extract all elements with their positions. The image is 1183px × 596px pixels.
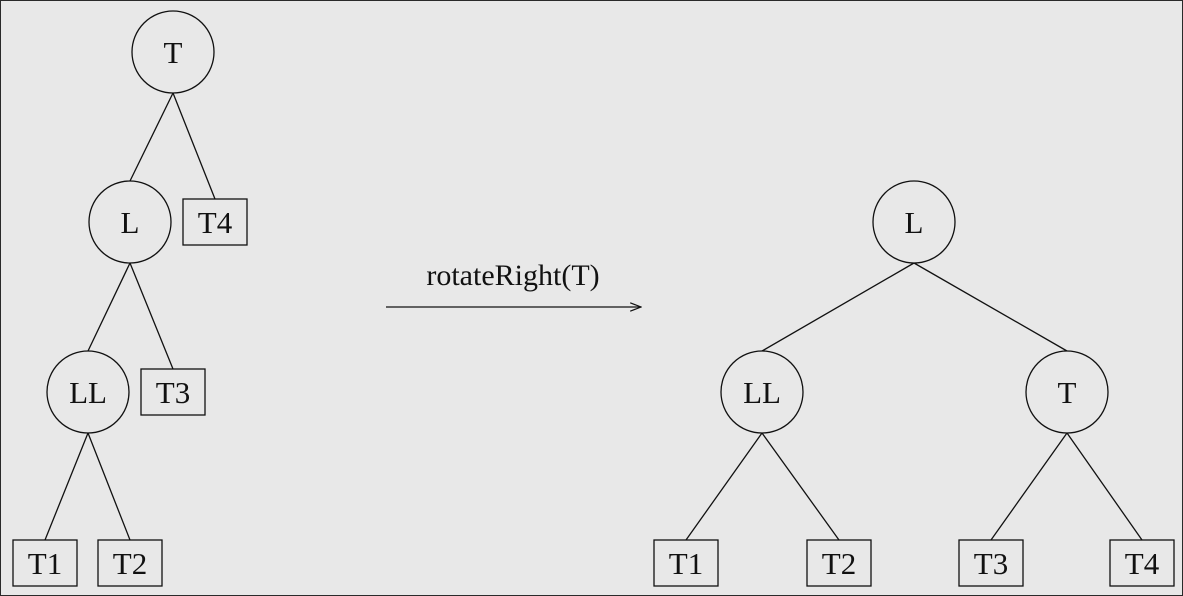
node-t2: T2 bbox=[97, 539, 163, 587]
arrow-label: rotateRight(T) bbox=[426, 259, 599, 292]
subtree-box bbox=[12, 539, 78, 587]
edge-l-ll bbox=[87, 262, 131, 352]
edge-l-t bbox=[913, 262, 1068, 352]
node-label: T4 bbox=[198, 205, 233, 240]
node-label: T4 bbox=[1125, 546, 1160, 581]
node-t4: T4 bbox=[1109, 539, 1175, 587]
node-label: LL bbox=[743, 375, 781, 410]
edge-t-t4 bbox=[172, 92, 216, 200]
subtree-box bbox=[653, 539, 719, 587]
edge-l-ll bbox=[761, 262, 915, 352]
node-circle bbox=[131, 10, 215, 94]
edge-t-t3 bbox=[990, 432, 1068, 541]
rotate-right-arrow: rotateRight(T) bbox=[386, 259, 641, 307]
node-t3: T3 bbox=[140, 368, 206, 416]
edge-ll-t2 bbox=[87, 432, 131, 541]
node-label: T1 bbox=[28, 546, 62, 581]
edge-ll-t1 bbox=[44, 432, 89, 541]
node-label: T3 bbox=[156, 375, 190, 410]
node-ll: LL bbox=[720, 350, 804, 434]
node-t1: T1 bbox=[12, 539, 78, 587]
node-label: T1 bbox=[669, 546, 703, 581]
edge-ll-t2 bbox=[761, 432, 840, 541]
subtree-box bbox=[182, 198, 248, 246]
node-label: LL bbox=[69, 375, 107, 410]
node-l: L bbox=[88, 180, 172, 264]
subtree-box bbox=[97, 539, 163, 587]
edge-t-l bbox=[129, 92, 174, 182]
node-circle bbox=[1025, 350, 1109, 434]
edge-l-t3 bbox=[129, 262, 174, 370]
node-label: T2 bbox=[113, 546, 147, 581]
node-label: L bbox=[905, 205, 924, 240]
node-label: T3 bbox=[974, 546, 1008, 581]
node-t: T bbox=[131, 10, 215, 94]
subtree-box bbox=[806, 539, 872, 587]
edge-ll-t1 bbox=[685, 432, 763, 541]
node-t3: T3 bbox=[958, 539, 1024, 587]
node-circle bbox=[88, 180, 172, 264]
node-l: L bbox=[872, 180, 956, 264]
node-label: T bbox=[164, 35, 183, 70]
node-t2: T2 bbox=[806, 539, 872, 587]
node-t: T bbox=[1025, 350, 1109, 434]
subtree-box bbox=[140, 368, 206, 416]
subtree-box bbox=[958, 539, 1024, 587]
node-t1: T1 bbox=[653, 539, 719, 587]
node-t4: T4 bbox=[182, 198, 248, 246]
node-label: T bbox=[1058, 375, 1077, 410]
node-label: L bbox=[121, 205, 140, 240]
node-circle bbox=[872, 180, 956, 264]
subtree-box bbox=[1109, 539, 1175, 587]
edge-t-t4 bbox=[1066, 432, 1143, 541]
node-circle bbox=[46, 350, 130, 434]
node-label: T2 bbox=[822, 546, 856, 581]
node-ll: LL bbox=[46, 350, 130, 434]
node-circle bbox=[720, 350, 804, 434]
